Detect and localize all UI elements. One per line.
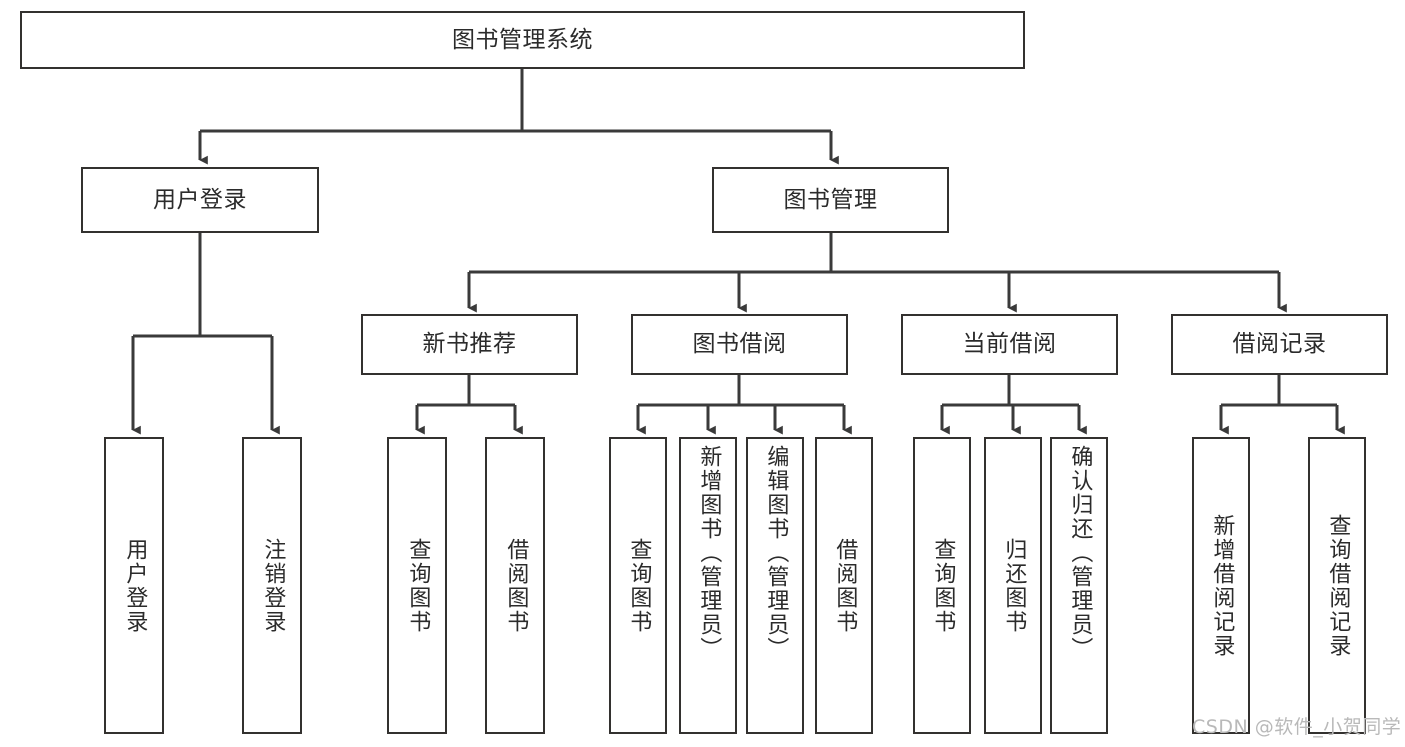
leaf-query-borrow-record-label: 查询借阅记录 bbox=[1325, 513, 1351, 658]
node-book-management-label: 图书管理 bbox=[783, 186, 878, 213]
leaf-borrow-query-book-label: 查询图书 bbox=[626, 537, 652, 634]
leaf-confirm-return-admin[interactable]: 确认归还（管理员） bbox=[1050, 437, 1108, 734]
leaf-borrow-book-label: 借阅图书 bbox=[832, 537, 858, 634]
leaf-recommend-borrow-book-label: 借阅图书 bbox=[503, 537, 529, 634]
leaf-query-borrow-record[interactable]: 查询借阅记录 bbox=[1308, 437, 1366, 734]
node-user-login[interactable]: 用户登录 bbox=[81, 167, 319, 233]
leaf-current-query-book-label: 查询图书 bbox=[930, 537, 956, 634]
node-book-management[interactable]: 图书管理 bbox=[712, 167, 949, 233]
leaf-edit-book-admin-label: 编辑图书（管理员） bbox=[763, 445, 789, 661]
leaf-user-login[interactable]: 用户登录 bbox=[104, 437, 164, 734]
leaf-return-book[interactable]: 归还图书 bbox=[984, 437, 1042, 734]
watermark: CSDN @软件_小贺同学 bbox=[1192, 716, 1402, 738]
leaf-recommend-query-book[interactable]: 查询图书 bbox=[387, 437, 447, 734]
leaf-recommend-query-book-label: 查询图书 bbox=[405, 537, 431, 634]
node-book-borrow-label: 图书借阅 bbox=[692, 331, 787, 358]
node-current-borrow-label: 当前借阅 bbox=[962, 331, 1057, 358]
leaf-user-login-label: 用户登录 bbox=[122, 537, 148, 634]
node-root[interactable]: 图书管理系统 bbox=[20, 11, 1025, 69]
leaf-add-book-admin-label: 新增图书（管理员） bbox=[696, 445, 722, 661]
node-new-book-recommend-label: 新书推荐 bbox=[422, 331, 517, 358]
leaf-user-logout-label: 注销登录 bbox=[260, 537, 286, 634]
leaf-confirm-return-admin-label: 确认归还（管理员） bbox=[1067, 445, 1093, 661]
leaf-borrow-book[interactable]: 借阅图书 bbox=[815, 437, 873, 734]
leaf-edit-book-admin[interactable]: 编辑图书（管理员） bbox=[746, 437, 804, 734]
node-root-label: 图书管理系统 bbox=[452, 26, 593, 53]
leaf-borrow-query-book[interactable]: 查询图书 bbox=[609, 437, 667, 734]
node-borrow-record-label: 借阅记录 bbox=[1232, 331, 1327, 358]
node-borrow-record[interactable]: 借阅记录 bbox=[1171, 314, 1388, 375]
node-book-borrow[interactable]: 图书借阅 bbox=[631, 314, 848, 375]
node-current-borrow[interactable]: 当前借阅 bbox=[901, 314, 1118, 375]
node-new-book-recommend[interactable]: 新书推荐 bbox=[361, 314, 578, 375]
leaf-add-book-admin[interactable]: 新增图书（管理员） bbox=[679, 437, 737, 734]
node-user-login-label: 用户登录 bbox=[153, 186, 247, 213]
leaf-return-book-label: 归还图书 bbox=[1001, 537, 1027, 634]
leaf-current-query-book[interactable]: 查询图书 bbox=[913, 437, 971, 734]
leaf-recommend-borrow-book[interactable]: 借阅图书 bbox=[485, 437, 545, 734]
leaf-add-borrow-record[interactable]: 新增借阅记录 bbox=[1192, 437, 1250, 734]
leaf-user-logout[interactable]: 注销登录 bbox=[242, 437, 302, 734]
leaf-add-borrow-record-label: 新增借阅记录 bbox=[1209, 513, 1235, 658]
